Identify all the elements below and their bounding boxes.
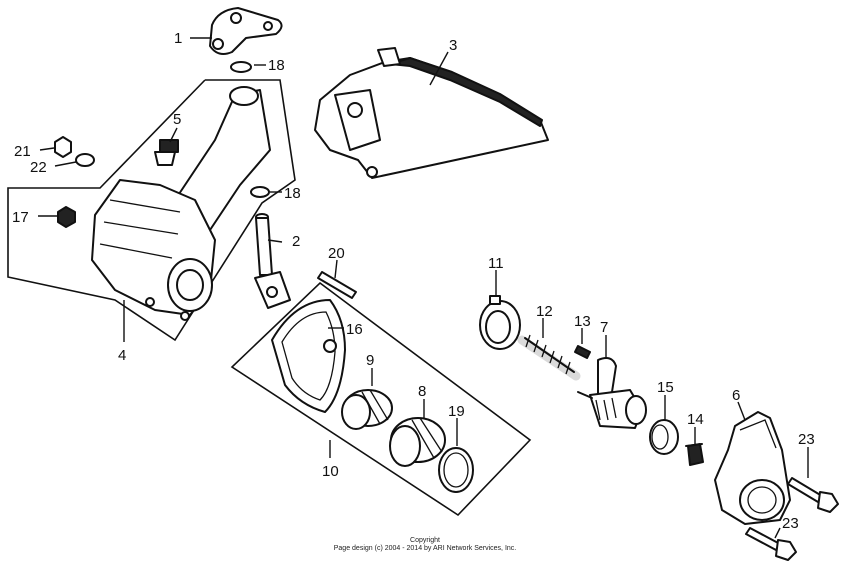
part-19-oring <box>438 447 474 493</box>
callout-10: 10 <box>322 463 339 480</box>
callout-19: 19 <box>448 403 465 420</box>
callout-7: 7 <box>600 319 608 336</box>
callout-15: 15 <box>657 379 674 396</box>
callout-6: 6 <box>732 387 740 404</box>
part-4-housing <box>91 86 271 321</box>
callout-12: 12 <box>536 303 553 320</box>
part-6-cover <box>714 411 791 525</box>
part-8-ring <box>389 417 446 467</box>
callout-21: 21 <box>14 143 31 160</box>
callout-18-upper: 18 <box>268 57 285 74</box>
callout-23-lower: 23 <box>782 515 799 532</box>
callout-labels: 1 18 3 5 21 22 17 18 2 20 11 12 13 7 16 … <box>12 30 815 532</box>
callout-9: 9 <box>366 352 374 369</box>
copyright-notice: Page design (c) 2004 - 2014 by ARI Netwo… <box>333 545 517 552</box>
part-13-pin <box>574 345 591 359</box>
callout-20: 20 <box>328 245 345 262</box>
part-18-washer-lower <box>250 186 270 198</box>
part-11-collar <box>479 295 521 350</box>
callout-14: 14 <box>687 411 704 428</box>
part-18-washer-upper <box>230 61 252 73</box>
callout-4: 4 <box>118 347 126 364</box>
callout-16: 16 <box>346 321 363 338</box>
callout-13: 13 <box>574 313 591 330</box>
part-23-bolt-upper <box>787 477 839 513</box>
callout-2: 2 <box>292 233 300 250</box>
copyright-label: Copyright <box>410 537 440 544</box>
callout-3: 3 <box>449 37 457 54</box>
callout-18-lower: 18 <box>284 185 301 202</box>
part-15-cap <box>649 419 679 455</box>
part-5-fitting <box>154 139 179 166</box>
callout-22: 22 <box>30 159 47 176</box>
part-1-bracket <box>209 7 283 55</box>
callout-11: 11 <box>488 255 504 272</box>
group-outline-10 <box>230 281 532 517</box>
leader-lines <box>38 37 809 539</box>
callout-8: 8 <box>418 383 426 400</box>
part-9-ring <box>341 389 393 430</box>
callout-1: 1 <box>174 30 182 47</box>
part-20-stud <box>317 271 357 299</box>
part-7-actuator <box>577 357 647 429</box>
part-23-bolt-lower <box>745 527 797 561</box>
part-21-nut <box>54 136 72 158</box>
callout-5: 5 <box>173 111 181 128</box>
part-2-shaft <box>254 213 291 309</box>
part-17-nut <box>57 206 76 228</box>
part-14-bolt <box>685 443 704 466</box>
group-outline-4 <box>7 79 296 342</box>
part-22-washer <box>75 153 95 167</box>
part-16-gasket <box>271 299 346 413</box>
part-3-cover <box>314 47 549 179</box>
part-12-spring <box>517 334 581 381</box>
callout-17: 17 <box>12 209 29 226</box>
callout-23-upper: 23 <box>798 431 815 448</box>
